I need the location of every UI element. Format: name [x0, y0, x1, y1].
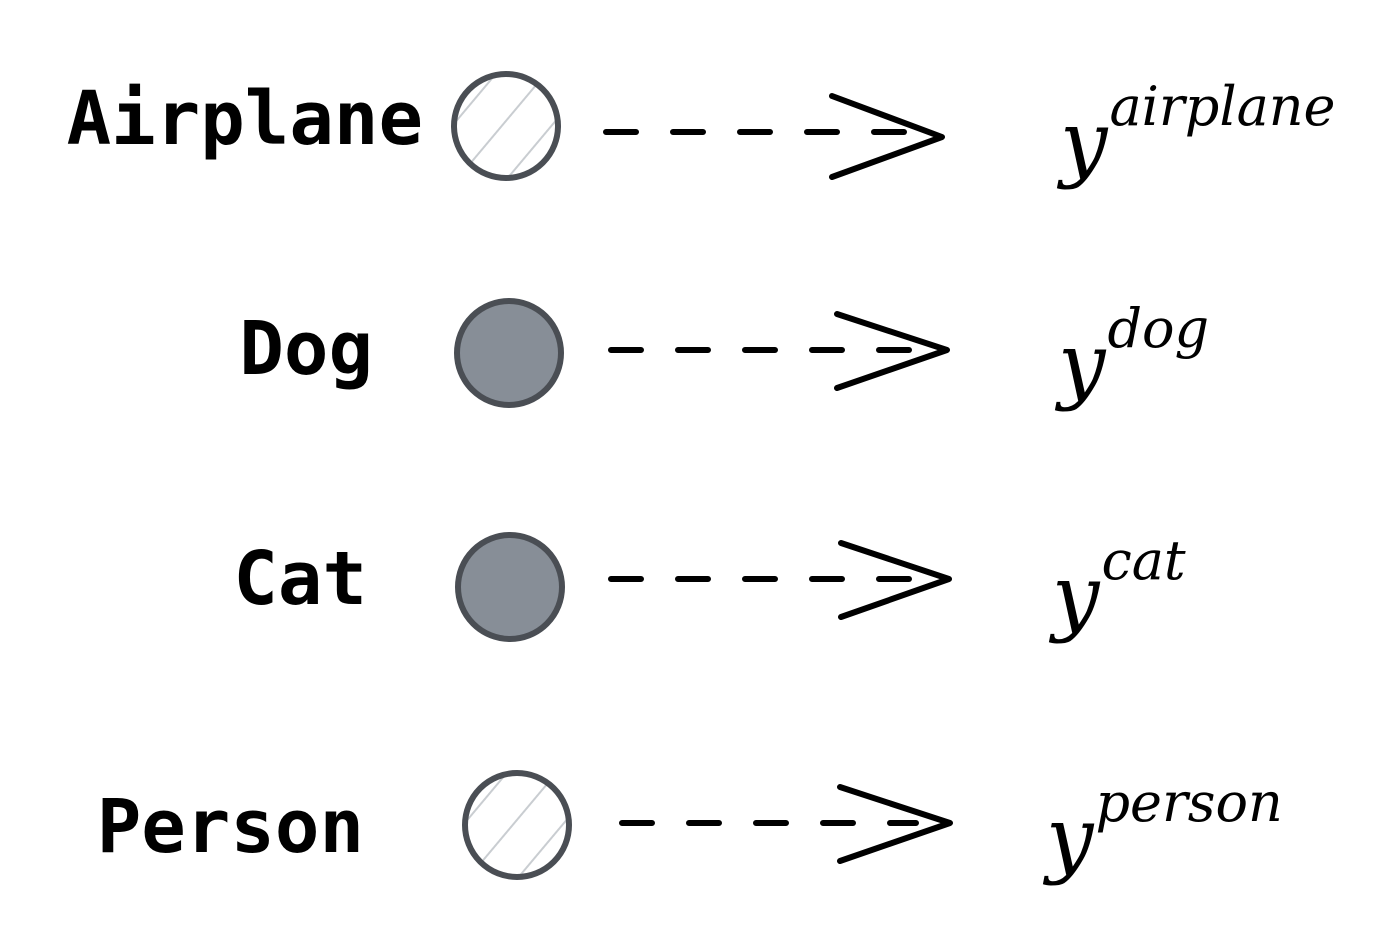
output-variable-person: yperson [1046, 771, 1283, 887]
filled-node-icon [454, 298, 564, 408]
class-label-airplane: Airplane [66, 76, 423, 162]
class-label-cat: Cat [233, 536, 367, 622]
diagram-row-dog: Dog ydog [0, 288, 1400, 408]
diagram-row-cat: Cat ycat [0, 522, 1400, 642]
dashed-arrow-icon [619, 784, 953, 864]
dashed-arrow-icon [603, 93, 945, 180]
hatched-node-icon [451, 71, 561, 181]
output-variable-cat: ycat [1052, 529, 1186, 645]
class-label-person: Person [96, 784, 364, 870]
output-variable-dog: ydog [1058, 297, 1210, 413]
dashed-arrow-icon [608, 540, 952, 620]
output-variable-airplane: yairplane [1060, 75, 1336, 191]
hatched-node-icon [462, 770, 572, 880]
diagram-row-person: Person yperson [0, 766, 1400, 886]
dashed-arrow-icon [608, 311, 950, 391]
class-label-dog: Dog [239, 306, 373, 392]
filled-node-icon [455, 532, 565, 642]
diagram-row-airplane: Airplane yairplane [0, 60, 1400, 184]
